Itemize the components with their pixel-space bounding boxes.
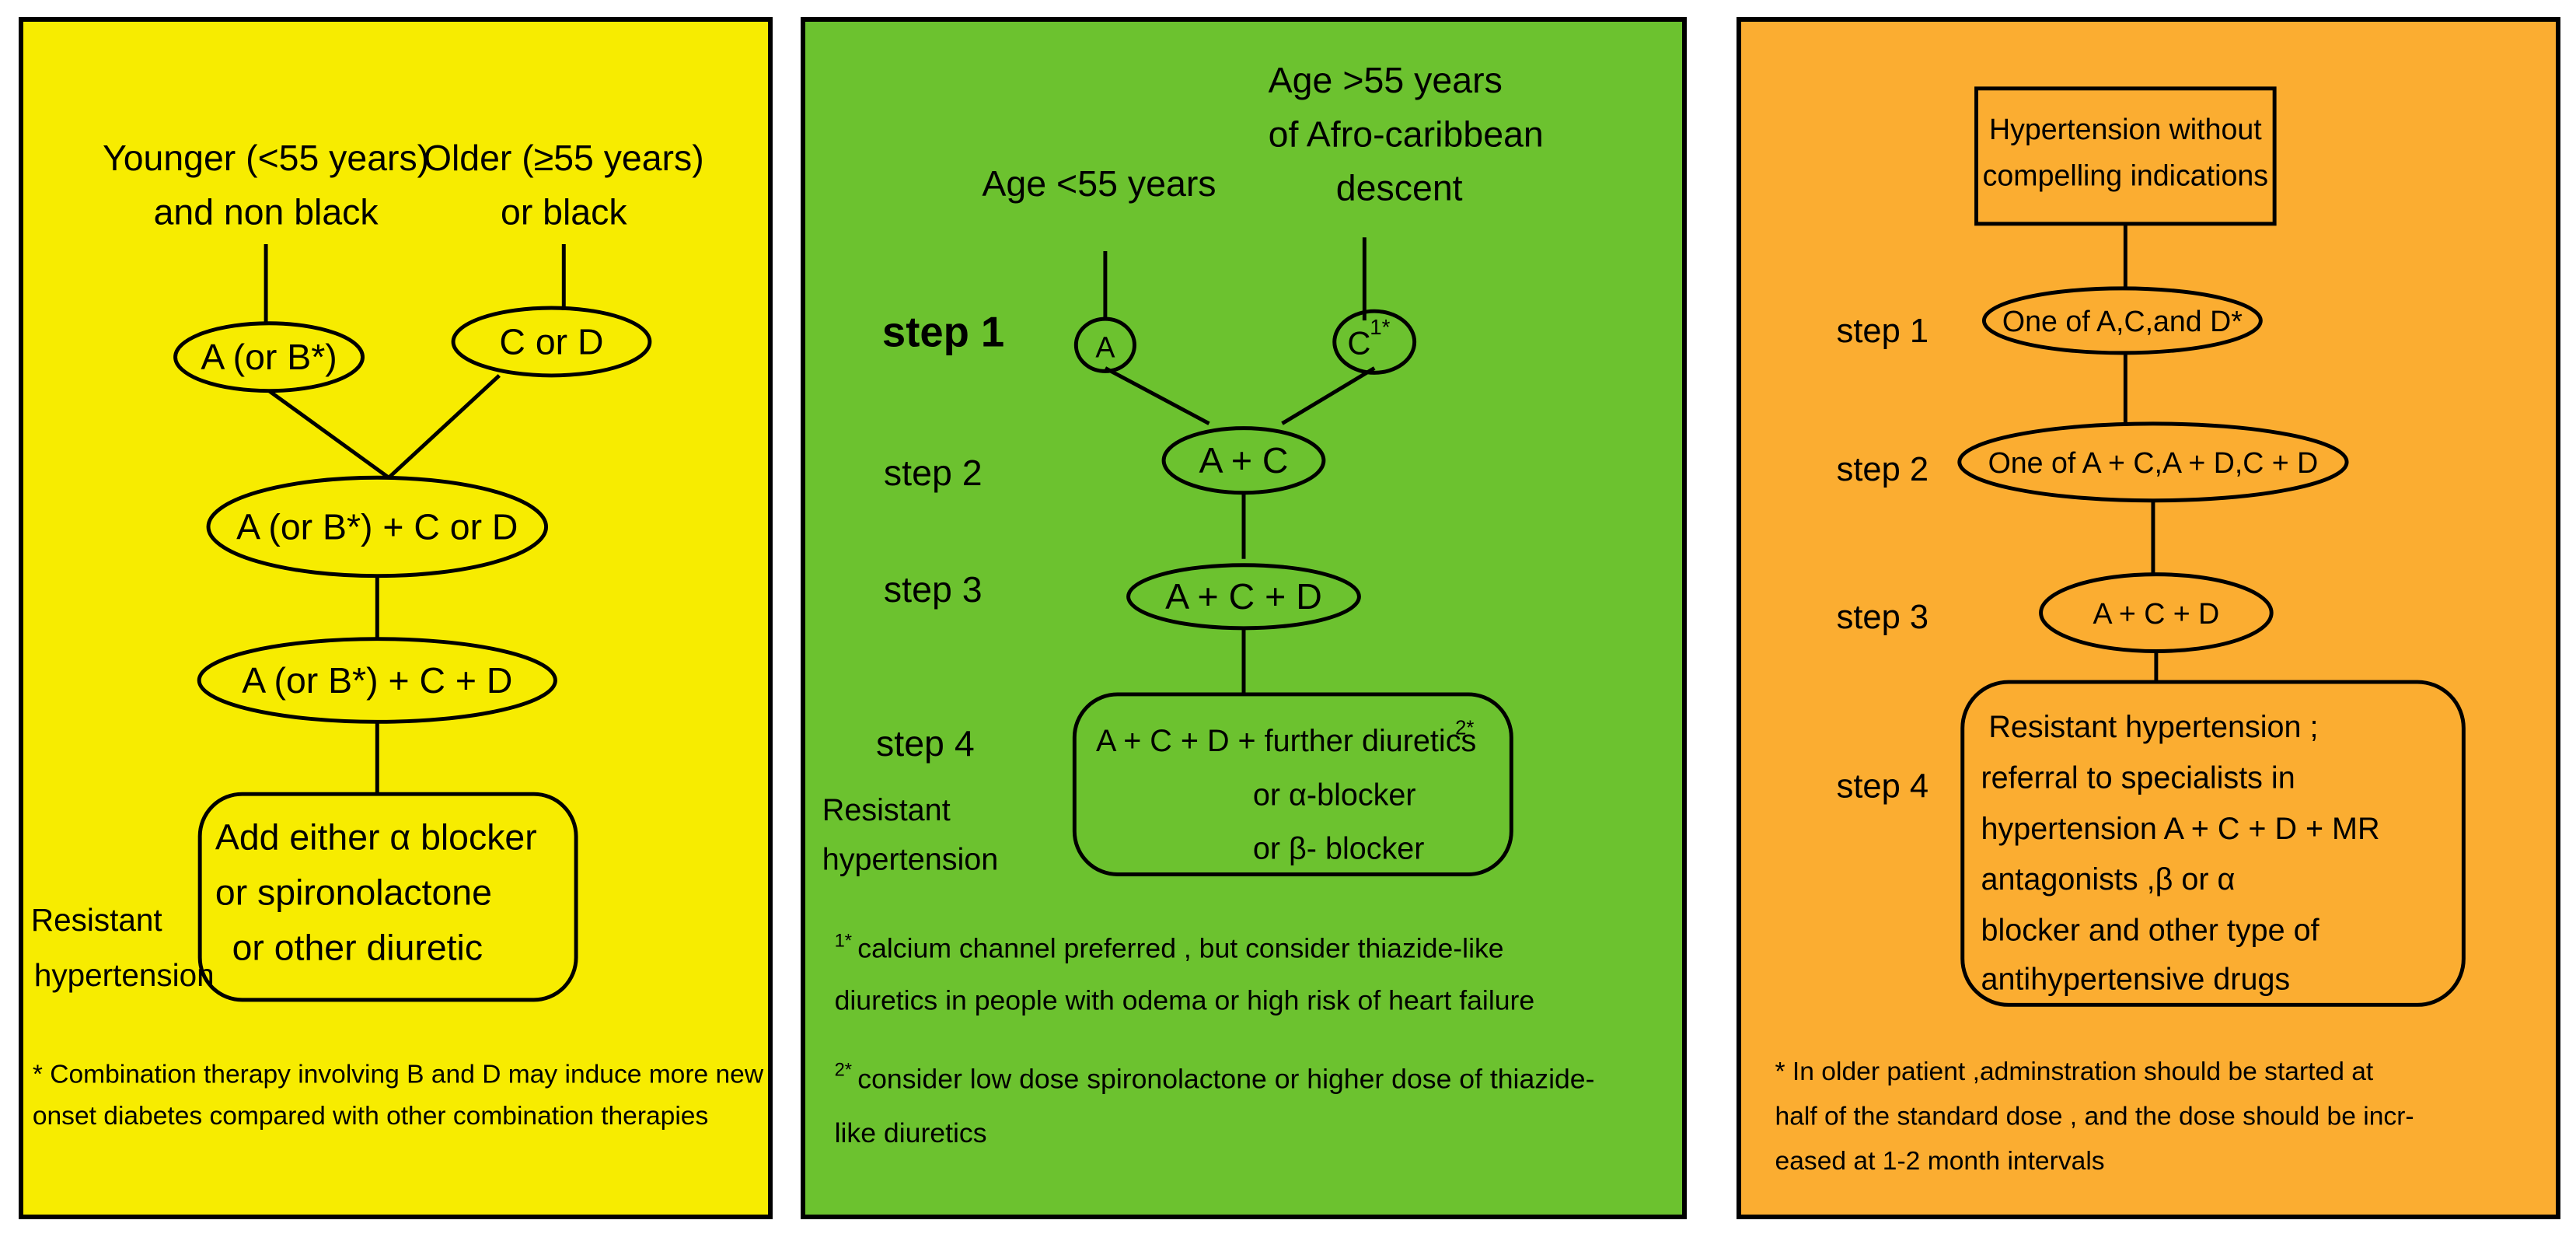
footnote-line2: onset diabetes compared with other combi… [33,1102,708,1131]
panel-nice-pathway: Hypertension without compelling indicati… [1737,17,2560,1219]
add-box-line1: Add either α blocker [215,816,537,857]
panel3-flowchart: Hypertension without compelling indicati… [1775,86,2466,1176]
footnote-line2: half of the standard dose , and the dose… [1775,1103,2414,1131]
resistant-hypertension-box [1960,680,2466,1007]
step2-label: step 2 [1837,451,1929,488]
node-a-c-label: A + C [1199,440,1288,481]
node-a [1073,316,1136,373]
panel-age-race-pathway: Younger (<55 years) and non black Older … [19,17,773,1219]
add-box-line3: or other diuretic [232,927,483,967]
younger-label-line2: and non black [154,191,379,232]
note1-line1: calcium channel preferred , but consider… [857,932,1503,963]
resistant-box-line5: blocker and other type of [1981,913,2319,947]
resistant-label-line1: Resistant [31,902,162,938]
step1-label: step 1 [1837,313,1929,350]
resistant-box-line2: referral to specialists in [1981,760,2295,795]
resistant-label-line2: hypertension [34,957,215,993]
box-line1-superscript: 2* [1455,717,1474,739]
box-line3: or β- blocker [1253,832,1425,866]
node-a-b-c-d [197,637,557,724]
node-a-or-b-label: A (or B*) [201,337,337,377]
step2-label: step 2 [884,453,983,493]
hypertension-start-box [1974,86,2277,226]
node-c-superscript: 1* [1370,315,1390,339]
resistant-box-line3: hypertension A + C + D + MR [1981,812,2379,846]
footnote-line1: * Combination therapy involving B and D … [33,1061,764,1089]
node-one-of-a-c-d [1981,286,2263,355]
node-a-c-d-label: A + C + D [2093,597,2219,630]
node-c-or-d-label: C or D [499,321,603,362]
node-one-of-a-c-d-label: One of A,C,and D* [2002,305,2243,337]
age-over55-line1: Age >55 years [1269,60,1503,100]
start-box-line2: compelling indications [1983,159,2268,191]
step1-label: step 1 [882,309,1004,356]
node-a-b-c-d-label: A (or B*) + C + D [242,660,512,701]
node-a-c-d [1126,563,1361,631]
node-a-c [1161,426,1326,495]
step4-label: step 4 [1837,767,1929,805]
node-a-b-c-or-d [206,475,549,579]
note1-marker: 1* [835,932,852,952]
node-a-b-c-or-d-label: A (or B*) + C or D [236,506,518,547]
older-label-line2: or black [501,191,627,232]
node-a-or-b [173,321,365,393]
panel-stepwise-pathway: Age <55 years Age >55 years of Afro-cari… [801,17,1687,1219]
node-c-or-d [451,306,652,378]
node-a-c-d [2039,572,2274,653]
panel1-flowchart: Younger (<55 years) and non black Older … [31,138,764,1131]
resistant-box-line1: Resistant hypertension ; [1988,710,2318,744]
node-c [1332,309,1417,375]
age-over55-line3: descent [1336,168,1463,208]
younger-label-line1: Younger (<55 years) [103,138,429,178]
age-under55-label: Age <55 years [982,163,1216,204]
resistant-label-line2: hypertension [822,843,999,877]
node-one-of-pairs [1957,421,2349,503]
add-box-line2: or spironolactone [215,872,492,912]
connector-a-ac [1104,366,1210,425]
step4-label: step 4 [876,723,975,764]
age-over55-line2: of Afro-caribbean [1269,114,1544,154]
step3-label: step 3 [1837,599,1929,636]
resistant-box-line4: antagonists ,β or α [1981,862,2235,897]
note2-line2: like diuretics [835,1117,987,1148]
panel2-flowchart: Age <55 years Age >55 years of Afro-cari… [822,60,1595,1148]
connector-a-combo [267,389,390,480]
note2-line1: consider low dose spironolactone or high… [857,1064,1594,1095]
note1-line2: diuretics in people with odema or high r… [835,985,1535,1016]
box-line2: or α-blocker [1253,778,1416,812]
resistant-box-line6: antihypertensive drugs [1981,963,2290,997]
footnote-line1: * In older patient ,adminstration should… [1775,1057,2374,1086]
node-a-c-d-label: A + C + D [1165,576,1322,617]
older-label-line1: Older (≥55 years) [424,138,704,178]
further-diuretics-box [1072,692,1513,876]
connector-c-ac [1281,366,1376,425]
step3-label: step 3 [884,569,983,610]
resistant-label-line1: Resistant [822,793,951,827]
connector-cd-combo [387,374,501,480]
start-box-line1: Hypertension without [1989,113,2262,145]
node-one-of-pairs-label: One of A + C,A + D,C + D [1988,446,2319,479]
add-blocker-box [197,792,578,1002]
footnote-line3: eased at 1-2 month intervals [1775,1147,2105,1176]
note2-marker: 2* [835,1061,852,1081]
box-line1: A + C + D + further diuretics [1096,724,1476,758]
node-c-label: C [1347,325,1370,362]
node-a-label: A [1095,331,1115,364]
